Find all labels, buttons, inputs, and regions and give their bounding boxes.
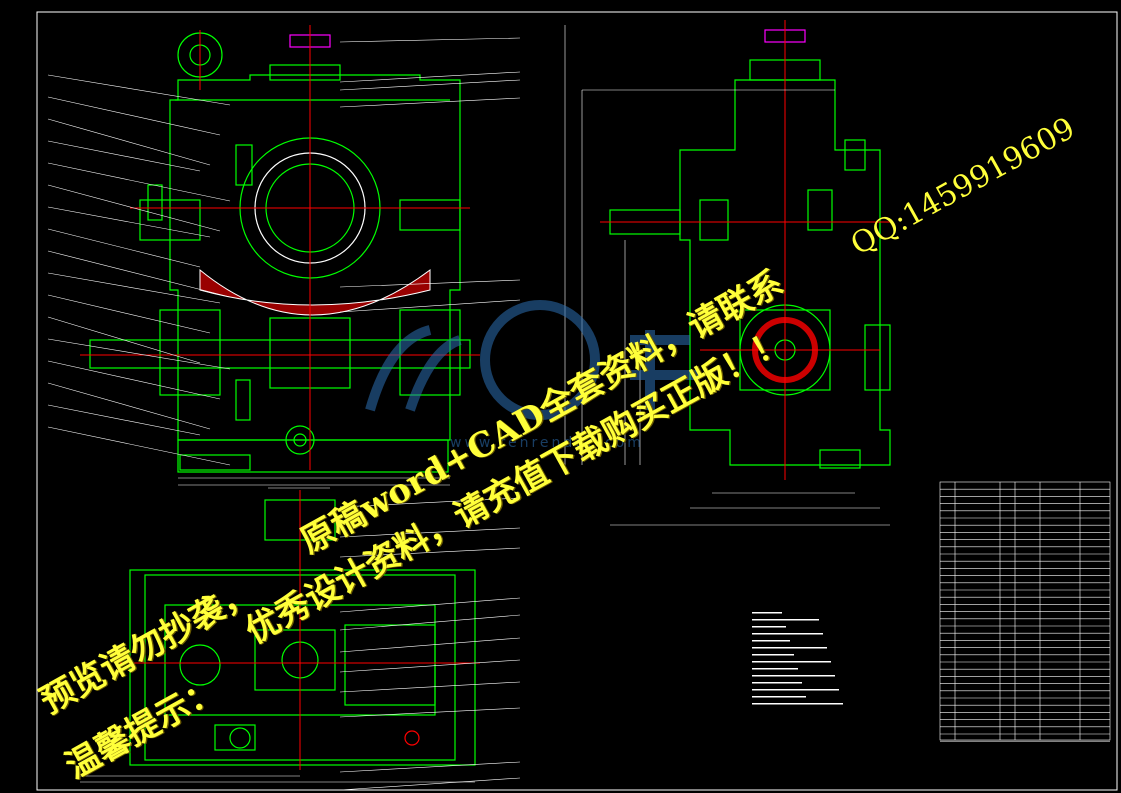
leader-line bbox=[339, 614, 521, 631]
note-line bbox=[752, 703, 843, 705]
leader-line bbox=[47, 338, 231, 370]
centerlines-side bbox=[600, 20, 890, 480]
dimension-lines bbox=[80, 25, 890, 783]
leader-line bbox=[47, 250, 231, 298]
leader-line bbox=[339, 637, 521, 653]
leader-line bbox=[339, 279, 521, 288]
note-line bbox=[752, 619, 819, 621]
leader-line bbox=[47, 316, 201, 364]
leader-line bbox=[339, 761, 521, 773]
leader-line bbox=[47, 162, 231, 202]
leader-line bbox=[339, 71, 521, 83]
note-line bbox=[752, 626, 786, 628]
leader-line bbox=[47, 74, 231, 106]
leader-line bbox=[47, 360, 221, 400]
leader-line bbox=[339, 597, 521, 613]
leader-lines-right bbox=[339, 37, 521, 791]
leader-lines-left bbox=[47, 74, 231, 466]
note-line bbox=[752, 682, 802, 684]
leader-line bbox=[339, 659, 521, 673]
logo-site-text: www.renrendoc.com bbox=[450, 435, 644, 451]
leader-line bbox=[47, 96, 221, 136]
centerlines-top bbox=[120, 490, 480, 770]
note-line bbox=[752, 640, 790, 642]
leader-line bbox=[47, 404, 201, 436]
parts-list bbox=[939, 481, 1111, 742]
technical-notes bbox=[752, 612, 843, 705]
renrendoc-logo: www.renrendoc.com bbox=[350, 300, 730, 451]
leader-line bbox=[339, 707, 521, 718]
leader-line bbox=[339, 97, 521, 108]
leader-line bbox=[339, 777, 521, 791]
note-line bbox=[752, 689, 839, 691]
leader-line bbox=[47, 206, 211, 238]
leader-line bbox=[339, 527, 521, 538]
leader-line bbox=[47, 118, 211, 166]
note-line bbox=[752, 654, 794, 656]
note-line bbox=[752, 647, 827, 649]
note-line bbox=[752, 668, 798, 670]
leader-line bbox=[47, 184, 221, 232]
leader-line bbox=[47, 140, 201, 172]
leader-line bbox=[47, 382, 211, 430]
leader-line bbox=[47, 228, 201, 268]
leader-line bbox=[339, 547, 521, 558]
leader-line bbox=[339, 37, 521, 43]
note-line bbox=[752, 661, 831, 663]
leader-line bbox=[47, 426, 231, 466]
note-line bbox=[752, 612, 782, 614]
leader-line bbox=[339, 79, 521, 91]
worm-gear-arc bbox=[199, 268, 431, 316]
leader-line bbox=[339, 497, 521, 508]
leader-line bbox=[339, 681, 521, 693]
leader-line bbox=[47, 294, 211, 334]
leader-line bbox=[47, 272, 221, 304]
logo-emblem bbox=[365, 300, 700, 420]
worm-shaft bbox=[89, 339, 471, 369]
leader-line bbox=[339, 299, 521, 313]
note-line bbox=[752, 696, 806, 698]
note-line bbox=[752, 633, 823, 635]
drawing-border bbox=[36, 11, 1118, 791]
note-line bbox=[752, 675, 835, 677]
